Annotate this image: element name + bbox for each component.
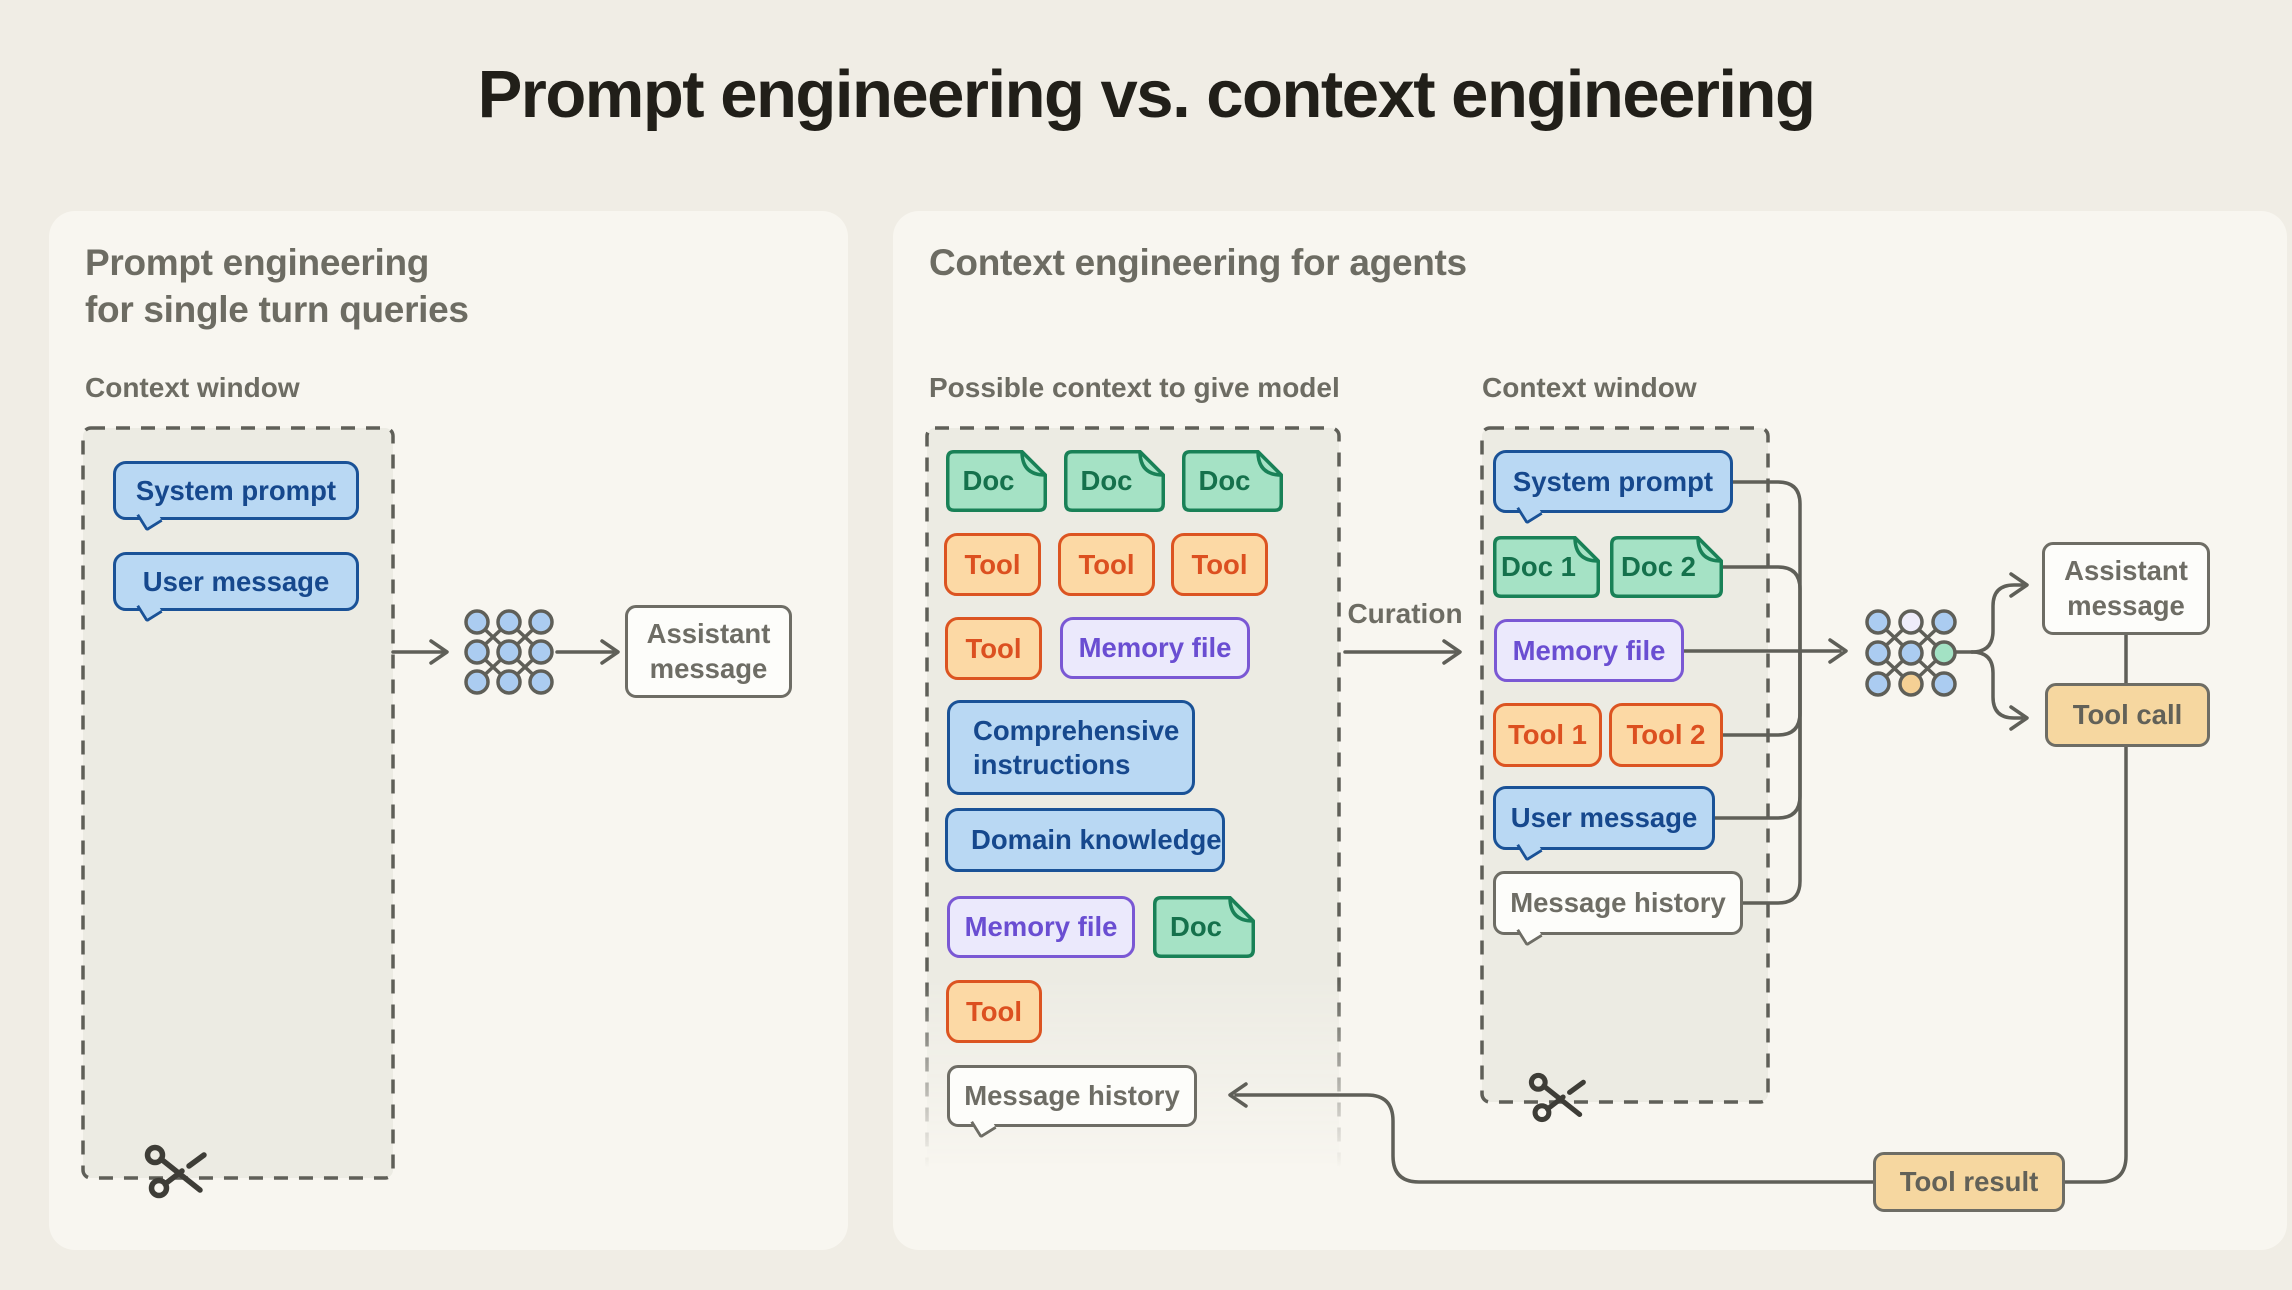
page-title: Prompt engineering vs. context engineeri… — [477, 57, 1816, 132]
tool-item: Tool — [946, 980, 1042, 1043]
right-card-heading: Context engineering for agents — [929, 242, 1467, 283]
memory-file-item: Memory file — [1494, 619, 1684, 682]
tool-item: Tool — [1058, 533, 1155, 596]
message-history-chip: Message history — [1493, 871, 1743, 935]
document-shape — [1493, 536, 1600, 598]
tool-result-box: Tool result — [1873, 1152, 2065, 1212]
doc-item: Doc — [1153, 896, 1255, 958]
doc-item: Doc — [1182, 450, 1283, 512]
tool-item: Tool 2 — [1609, 703, 1723, 767]
document-shape — [1610, 536, 1723, 598]
neural-network-icon — [464, 609, 554, 695]
chip-label: Message history — [964, 1080, 1180, 1111]
tool-label: Tool — [1191, 548, 1248, 580]
doc-item: Doc 2 — [1610, 536, 1723, 598]
tool-item: Tool — [945, 617, 1042, 680]
doc-label: Doc — [1080, 465, 1133, 496]
user-message-chip: User message — [113, 552, 359, 611]
doc-item: Doc — [1064, 450, 1165, 512]
doc-label: Doc — [1198, 465, 1251, 496]
tool-label: Tool 1 — [1508, 719, 1587, 750]
tool-label: Tool — [966, 995, 1022, 1027]
item-label: Comprehensive instructions — [973, 714, 1180, 780]
box-label: Assistant message — [646, 618, 771, 684]
assistant-message-box: Assistant message — [625, 605, 792, 698]
message-history-chip: Message history — [947, 1065, 1197, 1127]
box-label: Assistant message — [2064, 555, 2188, 621]
scissors-icon — [1528, 1072, 1586, 1123]
possible-context-label: Possible context to give model — [929, 372, 1340, 403]
memory-label: Memory file — [964, 911, 1118, 942]
chip-label: Message history — [1510, 887, 1726, 918]
box-label: Tool call — [2072, 699, 2183, 730]
doc-label: Doc 1 — [1501, 551, 1576, 582]
left-card-heading-line1: Prompt engineering — [85, 242, 430, 283]
assistant-message-box: Assistant message — [2042, 542, 2210, 635]
tool-item: Tool 1 — [1493, 703, 1602, 767]
scissors-icon — [144, 1144, 207, 1199]
chip-label: User message — [142, 565, 330, 597]
document-shape — [1064, 450, 1165, 512]
doc-item: Doc 1 — [1493, 536, 1600, 598]
document-shape — [1153, 896, 1255, 958]
domain-knowledge-item: Domain knowledge — [945, 808, 1225, 872]
box-label: Tool result — [1899, 1166, 2039, 1197]
tool-label: Tool 2 — [1626, 719, 1706, 750]
left-card-heading: Prompt engineering for single turn queri… — [85, 240, 469, 333]
memory-file-item: Memory file — [947, 896, 1135, 958]
tool-label: Tool — [964, 548, 1021, 580]
tool-loop-connector — [1228, 745, 2128, 1184]
document-shape — [1182, 450, 1283, 512]
left-output-arrow — [555, 639, 620, 665]
tool-call-box: Tool call — [2045, 683, 2210, 747]
tool-label: Tool — [1078, 548, 1135, 580]
left-context-window-dashed-box — [81, 426, 395, 1180]
tool-item: Tool — [944, 533, 1041, 596]
tool-item: Tool — [1171, 533, 1268, 596]
chip-label: User message — [1510, 802, 1698, 833]
curation-arrow — [1343, 639, 1462, 665]
left-input-arrow — [391, 639, 449, 665]
system-prompt-chip: System prompt — [113, 461, 359, 520]
memory-label: Memory file — [1512, 634, 1666, 666]
doc-label: Doc — [1170, 911, 1222, 942]
memory-file-item: Memory file — [1060, 617, 1250, 679]
curation-label: Curation — [1347, 598, 1463, 629]
context-merge-connectors — [1682, 480, 1848, 905]
chip-label: System prompt — [135, 474, 337, 506]
item-label: Domain knowledge — [971, 824, 1222, 856]
memory-label: Memory file — [1078, 632, 1232, 663]
doc-item: Doc — [946, 450, 1047, 512]
tool-label: Tool — [965, 632, 1022, 664]
user-message-chip: User message — [1493, 786, 1715, 850]
model-branch-arrows — [1954, 572, 2029, 731]
doc-label: Doc 2 — [1621, 551, 1696, 582]
comprehensive-instructions-item: Comprehensive instructions — [947, 700, 1195, 795]
left-card-heading-line2: for single turn queries — [85, 288, 469, 330]
system-prompt-chip: System prompt — [1493, 450, 1733, 513]
document-shape — [946, 450, 1047, 512]
doc-label: Doc — [962, 465, 1015, 496]
neural-network-icon — [1865, 609, 1957, 697]
chip-label: System prompt — [1512, 465, 1714, 497]
right-context-window-label: Context window — [1482, 372, 1697, 403]
left-context-window-label: Context window — [85, 372, 300, 403]
